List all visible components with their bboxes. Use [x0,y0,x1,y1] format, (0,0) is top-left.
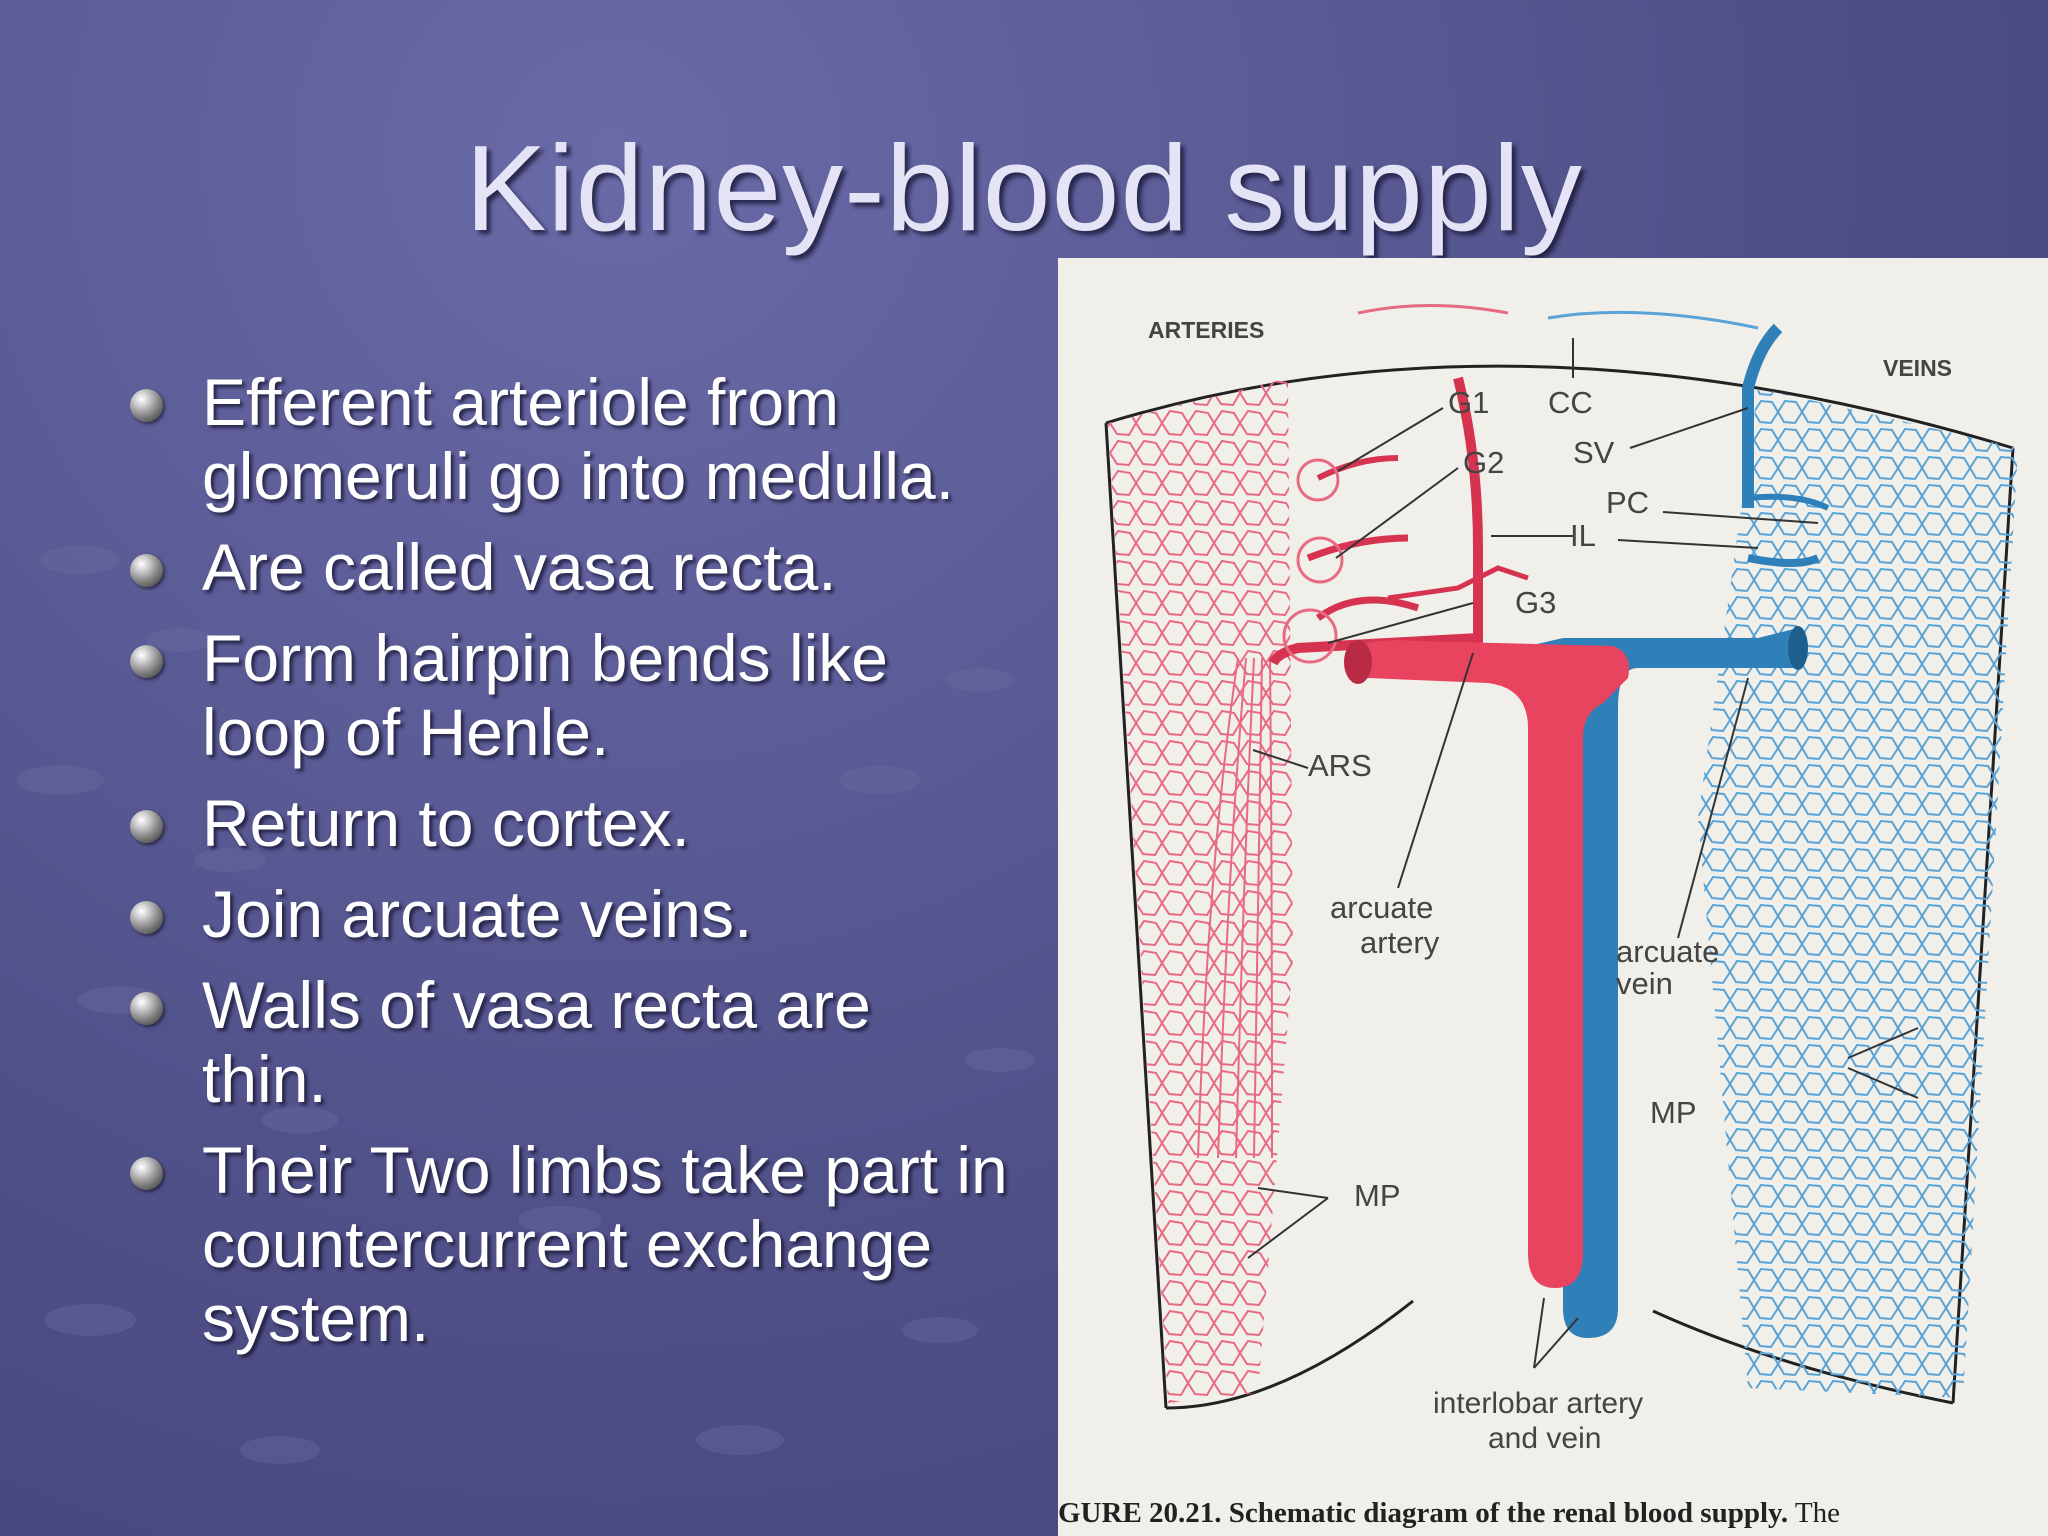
vasa-recta [1197,657,1273,1159]
caption-bold: Schematic diagram of the renal blood sup… [1228,1497,1789,1529]
label-veins: VEINS [1883,355,1952,381]
label-mp-left: MP [1354,1178,1401,1213]
bullet-item: Walls of vasa recta are thin. [130,968,1010,1116]
label-arcuate-vein-1: arcuate [1616,934,1719,969]
bullet-item: Join arcuate veins. [130,877,1010,951]
label-pc: PC [1606,485,1649,520]
label-il: IL [1570,518,1596,553]
label-arcuate-vein-2: vein [1616,966,1673,1001]
label-interlobar-2: and vein [1488,1422,1601,1455]
bullet-text: Are called vasa recta. [202,530,837,604]
label-arcuate-artery-2: artery [1360,925,1440,960]
label-arteries: ARTERIES [1148,317,1264,343]
figure-caption: GURE 20.21. Schematic diagram of the ren… [1058,1497,2048,1530]
kidney-diagram: ARTERIES VEINS G1 G2 G3 CC SV PC IL ARS … [1104,304,2018,1455]
label-g3: G3 [1515,585,1556,620]
caption-prefix: GURE 20.21. [1058,1497,1222,1529]
bullet-icon [130,901,163,934]
bullet-icon [130,645,163,678]
bullet-icon [130,1157,163,1190]
cortex-outline [1105,364,2014,450]
bullet-item: Return to cortex. [130,786,1010,860]
bullet-icon [130,389,163,422]
bullet-text: Join arcuate veins. [202,877,753,951]
renal-blood-supply-figure: ARTERIES VEINS G1 G2 G3 CC SV PC IL ARS … [1058,258,2048,1536]
label-g2: G2 [1463,445,1504,480]
bullet-list: Efferent arteriole from glomeruli go int… [130,365,1010,1372]
label-interlobar-1: interlobar artery [1433,1387,1643,1420]
bullet-text: Their Two limbs take part in countercurr… [202,1133,1008,1355]
label-cc: CC [1548,385,1593,420]
label-sv: SV [1573,435,1615,470]
bullet-text: Form hairpin bends like loop of Henle. [202,621,888,769]
bullet-text: Walls of vasa recta are thin. [202,968,871,1116]
bullet-icon [130,992,163,1025]
bullet-item: Efferent arteriole from glomeruli go int… [130,365,1010,513]
bullet-icon [130,554,163,587]
label-arcuate-artery-1: arcuate [1330,890,1433,925]
label-g1: G1 [1448,385,1489,420]
caption-tail: The [1794,1497,1840,1529]
label-ars: ARS [1308,748,1372,783]
bullet-text: Efferent arteriole from glomeruli go int… [202,365,955,513]
bullet-text: Return to cortex. [202,786,690,860]
interlobar-artery [1354,640,1629,1288]
bullet-item: Are called vasa recta. [130,530,1010,604]
bullet-item: Form hairpin bends like loop of Henle. [130,621,1010,769]
label-mp-right: MP [1650,1095,1697,1130]
bullet-icon [130,810,163,843]
bullet-item: Their Two limbs take part in countercurr… [130,1133,1010,1355]
slide-title: Kidney-blood supply [465,120,1583,256]
